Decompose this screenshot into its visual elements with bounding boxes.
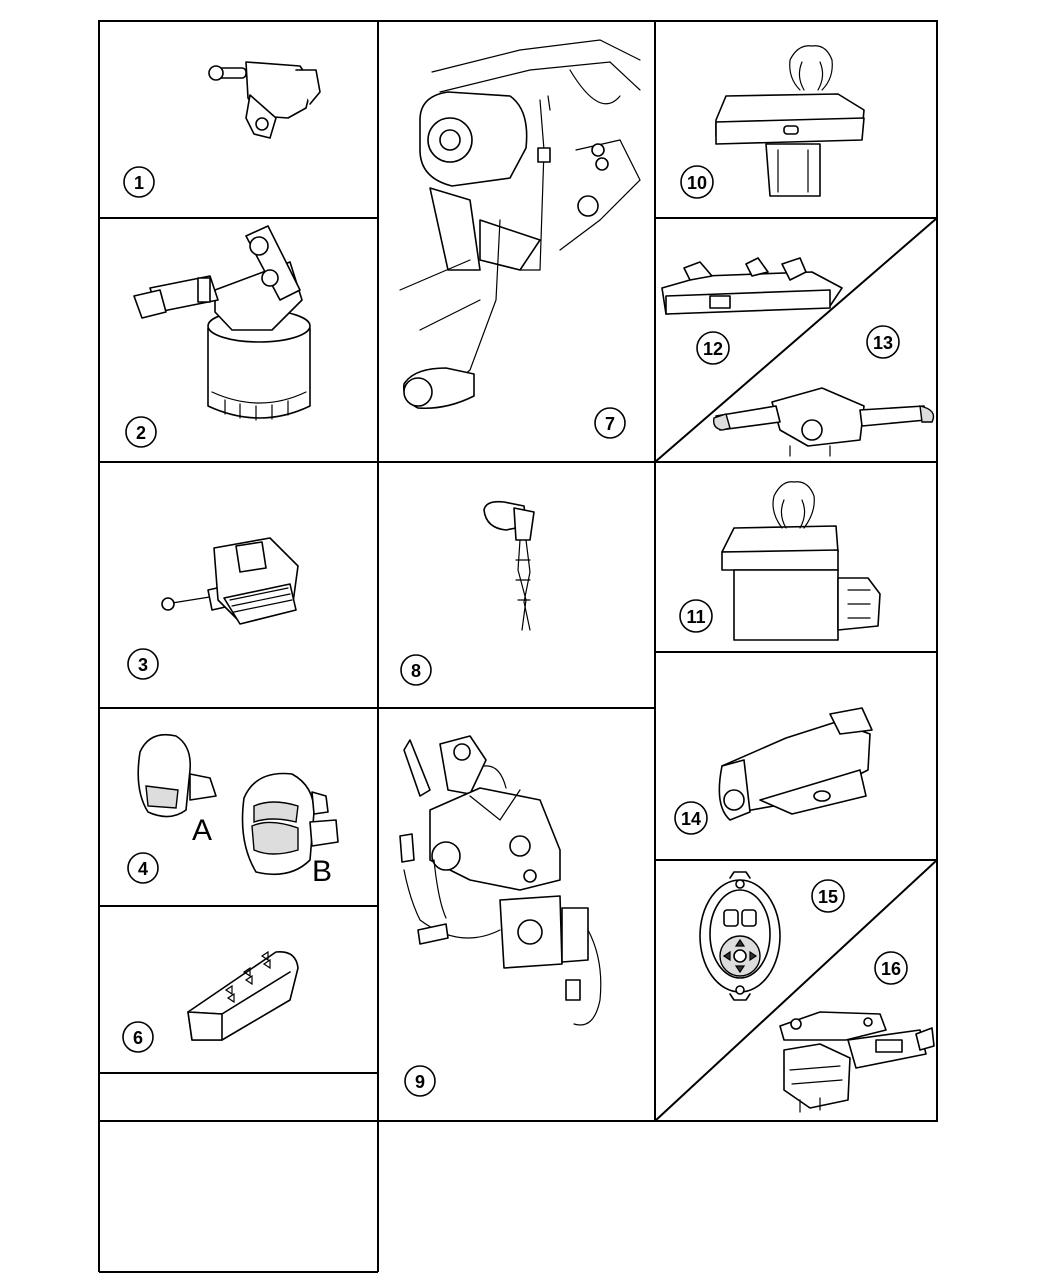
callout-number: 15 [818, 887, 838, 907]
callout-number: 3 [138, 655, 148, 675]
part-4-switch-caps-illustration [137, 733, 339, 876]
part-3-switch-illustration [161, 537, 299, 625]
callout-9: 9 [404, 1065, 436, 1097]
callout-11: 11 [679, 599, 713, 633]
callout-7: 7 [594, 407, 626, 439]
part-7-column-illustration [399, 39, 641, 410]
callout-number: 8 [411, 661, 421, 681]
part-12-module-illustration [661, 257, 843, 315]
callout-6: 6 [122, 1021, 154, 1053]
callout-number: 14 [681, 809, 701, 829]
callout-1: 1 [123, 166, 155, 198]
part-2-oil-filter-illustration [133, 225, 311, 421]
callout-number: 7 [605, 414, 615, 434]
callout-number: 16 [881, 959, 901, 979]
part-13-multifunction-switch-illustration [712, 387, 935, 457]
part-8-sensor-illustration [483, 500, 535, 631]
callout-2: 2 [125, 416, 157, 448]
part-9-latch-assembly-illustration [399, 735, 602, 1026]
callout-number: 6 [133, 1028, 143, 1048]
part-14-bracket-illustration [718, 707, 873, 821]
callout-10: 10 [680, 165, 714, 199]
callout-number: 10 [687, 173, 707, 193]
callout-number: 9 [415, 1072, 425, 1092]
callout-number: 11 [686, 607, 705, 627]
callout-number: 4 [138, 859, 148, 879]
part-6-switch-bezel-illustration [187, 950, 299, 1041]
part-16-lock-housing-illustration [779, 1011, 935, 1113]
part-11-relay-illustration [721, 481, 881, 641]
part-1-switch-illustration [208, 61, 321, 139]
callout-number: 13 [873, 333, 893, 353]
grid-lines [98, 20, 938, 1273]
callout-3: 3 [127, 648, 159, 680]
part-15-seat-switch-illustration [699, 871, 781, 1001]
variant-label-b: B [312, 855, 332, 888]
part-10-relay-illustration [715, 45, 865, 197]
callout-8: 8 [400, 654, 432, 686]
callout-15: 15 [811, 879, 845, 913]
callout-4: 4 [127, 852, 159, 884]
callout-13: 13 [866, 325, 900, 359]
callout-14: 14 [674, 801, 708, 835]
callout-number: 12 [703, 339, 723, 359]
callout-number: 2 [136, 423, 146, 443]
variant-label-a: A [192, 814, 212, 847]
callout-16: 16 [874, 951, 908, 985]
callout-number: 1 [134, 173, 144, 193]
callout-12: 12 [696, 331, 730, 365]
